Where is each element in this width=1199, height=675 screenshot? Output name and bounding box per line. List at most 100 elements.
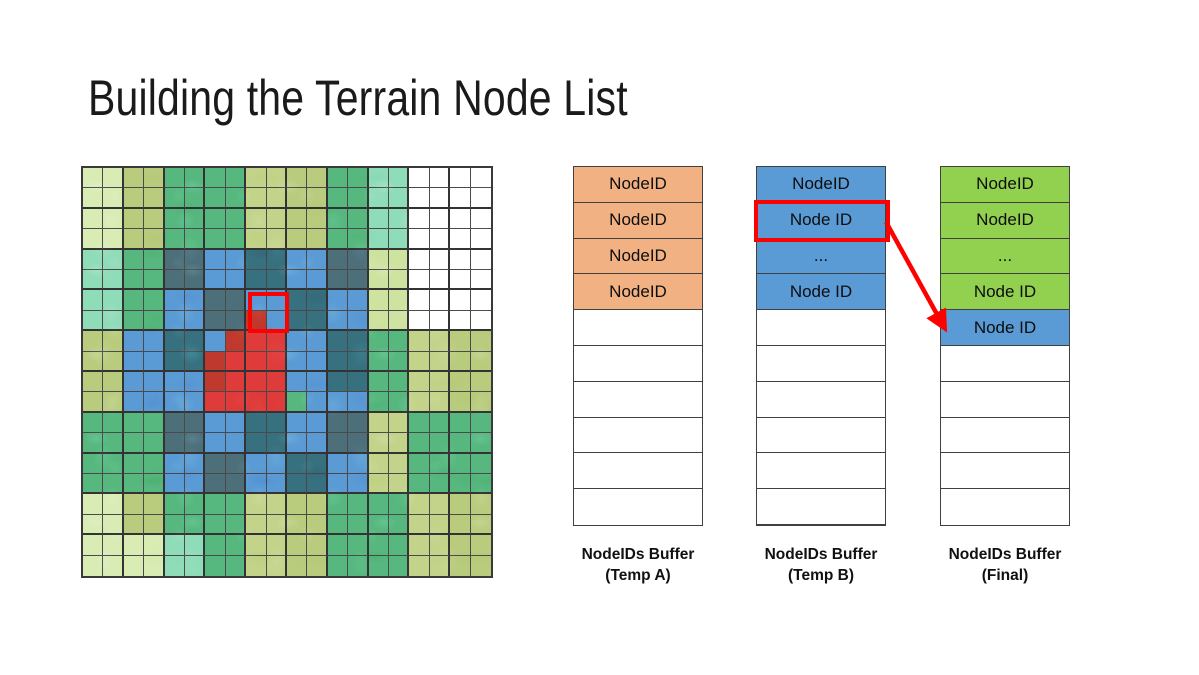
terrain-cell[interactable] [205, 453, 226, 474]
terrain-cell[interactable] [184, 290, 206, 311]
terrain-cell[interactable] [83, 494, 104, 515]
terrain-cell[interactable] [123, 249, 145, 270]
terrain-cell[interactable] [184, 473, 206, 495]
terrain-cell[interactable] [327, 371, 349, 393]
terrain-cell[interactable] [205, 188, 226, 209]
terrain-cell[interactable] [450, 453, 471, 474]
terrain-cell[interactable] [184, 392, 206, 413]
terrain-cell[interactable] [388, 310, 410, 332]
terrain-cell[interactable] [470, 392, 491, 413]
terrain-cell[interactable] [225, 229, 247, 250]
terrain-cell[interactable] [266, 412, 287, 434]
terrain-cell[interactable] [103, 331, 124, 352]
terrain-cell[interactable] [409, 188, 430, 209]
terrain-cell[interactable] [103, 514, 124, 536]
terrain-cell[interactable] [327, 433, 349, 454]
terrain-cell[interactable] [450, 514, 471, 536]
terrain-cell[interactable] [266, 453, 287, 474]
terrain-cell[interactable] [429, 555, 451, 576]
terrain-cell[interactable] [286, 433, 308, 454]
terrain-cell[interactable] [429, 371, 451, 393]
buffer-cell-empty[interactable] [574, 489, 702, 525]
terrain-cell[interactable] [144, 392, 165, 413]
terrain-cell[interactable] [429, 392, 451, 413]
terrain-cell[interactable] [409, 371, 430, 393]
terrain-cell[interactable] [123, 188, 145, 209]
terrain-cell[interactable] [123, 331, 145, 352]
buffer-cell-filled[interactable]: Node ID [941, 274, 1069, 311]
terrain-cell[interactable] [348, 351, 369, 372]
terrain-cell[interactable] [83, 412, 104, 434]
terrain-cell[interactable] [450, 433, 471, 454]
terrain-cell[interactable] [164, 269, 185, 291]
terrain-cell[interactable] [429, 453, 451, 474]
terrain-cell[interactable] [409, 453, 430, 474]
terrain-cell[interactable] [286, 412, 308, 434]
terrain-cell[interactable] [164, 392, 185, 413]
terrain-cell[interactable] [409, 535, 430, 556]
terrain-cell[interactable] [429, 331, 451, 352]
terrain-cell[interactable] [286, 229, 308, 250]
terrain-cell[interactable] [123, 229, 145, 250]
terrain-cell[interactable] [144, 269, 165, 291]
terrain-cell[interactable] [470, 514, 491, 536]
terrain-cell[interactable] [246, 331, 267, 352]
terrain-cell[interactable] [144, 371, 165, 393]
buffer-cell-empty[interactable] [574, 417, 702, 454]
terrain-cell[interactable] [103, 535, 124, 556]
terrain-cell[interactable] [470, 351, 491, 372]
terrain-cell[interactable] [368, 433, 389, 454]
terrain-cell[interactable] [348, 392, 369, 413]
terrain-cell[interactable] [450, 392, 471, 413]
terrain-cell[interactable] [103, 269, 124, 291]
terrain-cell[interactable] [205, 535, 226, 556]
buffer-cell-empty[interactable] [757, 345, 885, 382]
terrain-cell[interactable] [348, 494, 369, 515]
terrain-cell[interactable] [103, 555, 124, 576]
terrain-cell[interactable] [246, 249, 267, 270]
terrain-cell[interactable] [348, 535, 369, 556]
terrain-cell[interactable] [470, 494, 491, 515]
terrain-cell[interactable] [266, 310, 287, 332]
terrain-cell[interactable] [409, 331, 430, 352]
terrain-cell[interactable] [266, 514, 287, 536]
terrain-cell[interactable] [429, 494, 451, 515]
terrain-cell[interactable] [164, 290, 185, 311]
terrain-cell[interactable] [225, 392, 247, 413]
terrain-cell[interactable] [429, 473, 451, 495]
terrain-cell[interactable] [327, 310, 349, 332]
terrain-cell[interactable] [286, 371, 308, 393]
terrain-cell[interactable] [266, 494, 287, 515]
terrain-cell[interactable] [286, 514, 308, 536]
terrain-cell[interactable] [429, 290, 451, 311]
terrain-cell[interactable] [429, 188, 451, 209]
buffer-cell-empty[interactable] [757, 489, 885, 525]
terrain-cell[interactable] [266, 473, 287, 495]
terrain-cell[interactable] [246, 473, 267, 495]
terrain-cell[interactable] [388, 229, 410, 250]
buffer-cell-empty[interactable] [757, 310, 885, 346]
terrain-cell[interactable] [327, 392, 349, 413]
terrain-cell[interactable] [205, 331, 226, 352]
terrain-cell[interactable] [286, 392, 308, 413]
terrain-cell[interactable] [83, 351, 104, 372]
terrain-cell[interactable] [164, 494, 185, 515]
terrain-cell[interactable] [144, 494, 165, 515]
terrain-cell[interactable] [144, 433, 165, 454]
buffer-cell-filled[interactable]: Node ID [941, 310, 1069, 346]
terrain-cell[interactable] [83, 249, 104, 270]
terrain-cell[interactable] [307, 494, 328, 515]
terrain-cell[interactable] [327, 535, 349, 556]
terrain-cell[interactable] [327, 249, 349, 270]
terrain-cell[interactable] [327, 351, 349, 372]
terrain-cell[interactable] [409, 392, 430, 413]
terrain-cell[interactable] [409, 229, 430, 250]
terrain-cell[interactable] [286, 351, 308, 372]
terrain-cell[interactable] [388, 535, 410, 556]
terrain-cell[interactable] [470, 188, 491, 209]
terrain-cell[interactable] [123, 392, 145, 413]
terrain-cell[interactable] [266, 249, 287, 270]
terrain-cell[interactable] [307, 371, 328, 393]
